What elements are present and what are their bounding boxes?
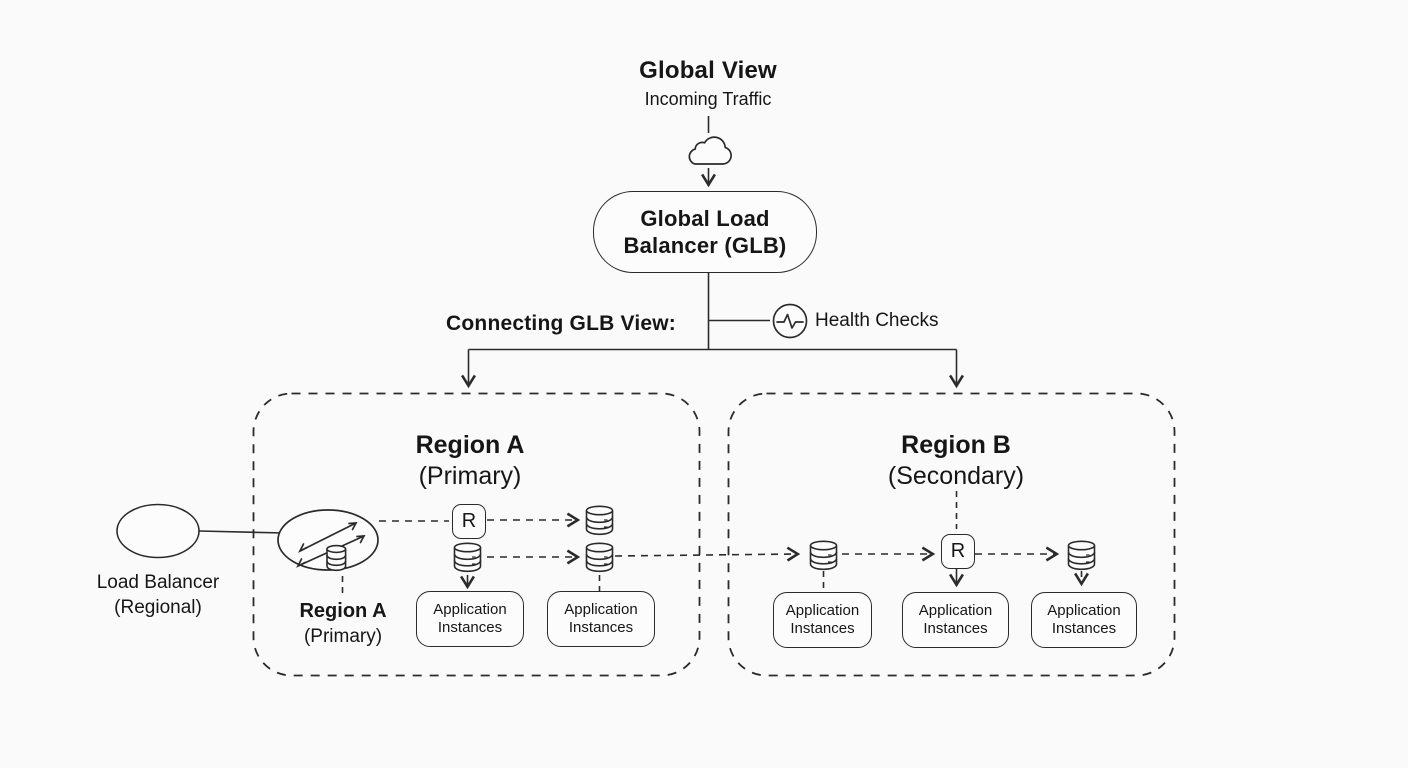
router-node-region-a: R: [452, 504, 486, 539]
app-instances-b3-line1: Application: [1047, 601, 1121, 619]
load-balancer-icon: [277, 509, 379, 572]
region-a-lb-label-line2: (Primary): [303, 626, 383, 647]
region-a-title: Region A (Primary): [370, 430, 570, 492]
app-instances-b2-line1: Application: [918, 601, 993, 619]
database-icon-a-primary: [453, 542, 482, 573]
region-b-title-line1: Region B: [901, 431, 1011, 459]
app-instances-a1-line2: Instances: [437, 619, 503, 636]
region-b-title: Region B (Secondary): [856, 430, 1056, 492]
health-checks-icon: [772, 303, 808, 339]
region-a-title-line1: Region A: [415, 431, 525, 459]
region-a-title-line2: (Primary): [418, 462, 522, 490]
region-a-lb-label-line1: Region A: [299, 600, 387, 622]
app-instances-a2-line2: Instances: [568, 619, 634, 636]
app-instances-b2: Application Instances: [902, 592, 1009, 648]
router-node-region-b: R: [941, 534, 975, 569]
glb-label-line1: Global Load: [640, 206, 770, 231]
database-icon-a-replica-bottom: [585, 542, 614, 573]
regional-lb-label-line2: (Regional): [114, 597, 202, 618]
cloud-icon: [688, 136, 732, 165]
lb-database-icon: [326, 544, 347, 572]
database-icon-a-replica-top: [585, 505, 614, 536]
app-instances-b1-line1: Application: [785, 601, 860, 619]
app-instances-a2-line1: Application: [564, 600, 638, 618]
region-b-boundary: [727, 392, 1176, 677]
regional-lb-link-line: [198, 530, 285, 534]
region-a-lb-label: Region A (Primary): [272, 598, 414, 649]
app-instances-b1: Application Instances: [773, 592, 872, 648]
database-icon-b1: [809, 540, 838, 571]
region-a-boundary: [252, 392, 701, 677]
database-icon-b2: [1067, 540, 1096, 571]
app-instances-b3-line2: Instances: [1051, 620, 1117, 637]
app-instances-a1-line1: Application: [433, 600, 507, 618]
app-instances-a1: Application Instances: [416, 591, 524, 647]
router-b-letter: R: [950, 540, 966, 562]
regional-lb-ellipse: [116, 503, 200, 559]
regional-lb-label: Load Balancer (Regional): [80, 570, 236, 620]
app-instances-b1-line2: Instances: [790, 620, 855, 637]
glb-node: Global Load Balancer (GLB): [593, 191, 817, 273]
incoming-traffic-subtitle: Incoming Traffic: [644, 89, 772, 109]
regional-lb-label-line1: Load Balancer: [96, 572, 220, 593]
router-a-letter: R: [461, 510, 477, 532]
app-instances-b2-line2: Instances: [923, 620, 988, 637]
connecting-glb-label: Connecting GLB View:: [446, 312, 676, 335]
glb-label-line2: Balancer (GLB): [623, 233, 787, 258]
app-instances-a2: Application Instances: [547, 591, 655, 647]
health-checks-label: Health Checks: [815, 310, 939, 331]
global-view-title: Global View: [639, 57, 777, 84]
app-instances-b3: Application Instances: [1031, 592, 1137, 648]
region-b-title-line2: (Secondary): [887, 462, 1025, 490]
cross-region-replication-arrow: [614, 546, 801, 562]
